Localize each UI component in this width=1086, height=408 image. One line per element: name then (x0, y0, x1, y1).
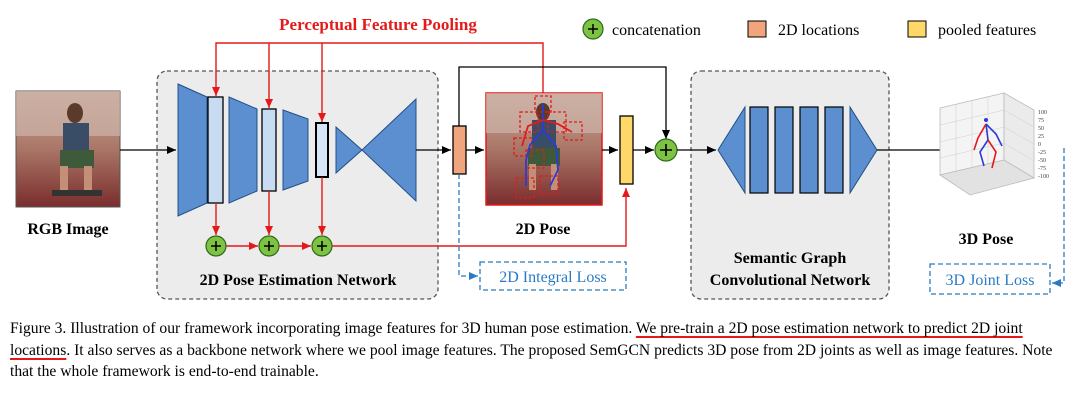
pose-network-label: 2D Pose Estimation Network (200, 272, 397, 289)
axis-tick-label: 0 (1038, 142, 1041, 148)
pose3d-plot: 100 75 50 25 0 -25 -50 -75 -100 (939, 92, 1049, 196)
locations-box (452, 125, 467, 175)
legend-pooled-swatch (907, 20, 927, 38)
axis-tick-label: -100 (1038, 174, 1049, 180)
rgb-image (15, 90, 121, 208)
pooled-features-box (619, 115, 634, 185)
axis-tick-label: 75 (1038, 118, 1044, 124)
axis-tick-label: 25 (1038, 134, 1044, 140)
axis-tick-label: -50 (1038, 158, 1046, 164)
caption-rest: . It also serves as a backbone network w… (10, 341, 1053, 381)
rgb-image-label: RGB Image (27, 221, 108, 238)
legend-concat-label: concatenation (612, 22, 701, 39)
pooling-title: Perceptual Feature Pooling (279, 15, 477, 34)
joint-loss-label: 3D Joint Loss (946, 272, 1035, 289)
legend-locations-label: 2D locations (778, 22, 859, 39)
semgcn-label-line1: Semantic Graph (734, 250, 847, 267)
semgcn-layers (717, 105, 878, 195)
pooling-connections (212, 42, 630, 250)
figure-caption: Figure 3. Illustration of our framework … (10, 318, 1076, 383)
caption-underlined: We pre-train a 2D pose estimation networ… (10, 320, 1023, 359)
axis-tick-label: -25 (1038, 150, 1046, 156)
axis-tick-label: -75 (1038, 166, 1046, 172)
integral-loss-box (479, 261, 627, 291)
axis-tick-label: 50 (1038, 126, 1044, 132)
pose-network-layers (177, 83, 417, 217)
joint-loss-box (929, 263, 1051, 295)
pose3d-label: 3D Pose (959, 231, 1014, 248)
semgcn-label-line2: Convolutional Network (710, 272, 871, 289)
caption-lead: Figure 3. Illustration of our framework … (10, 320, 633, 337)
pose2d-label: 2D Pose (516, 221, 571, 238)
legend: concatenation 2D locations pooled featur… (582, 18, 1036, 40)
axis-tick-label: 100 (1038, 110, 1047, 116)
pose2d-image (485, 92, 603, 206)
legend-pooled-label: pooled features (938, 22, 1036, 39)
integral-loss-label: 2D Integral Loss (499, 269, 607, 286)
legend-locations-swatch (747, 20, 767, 38)
